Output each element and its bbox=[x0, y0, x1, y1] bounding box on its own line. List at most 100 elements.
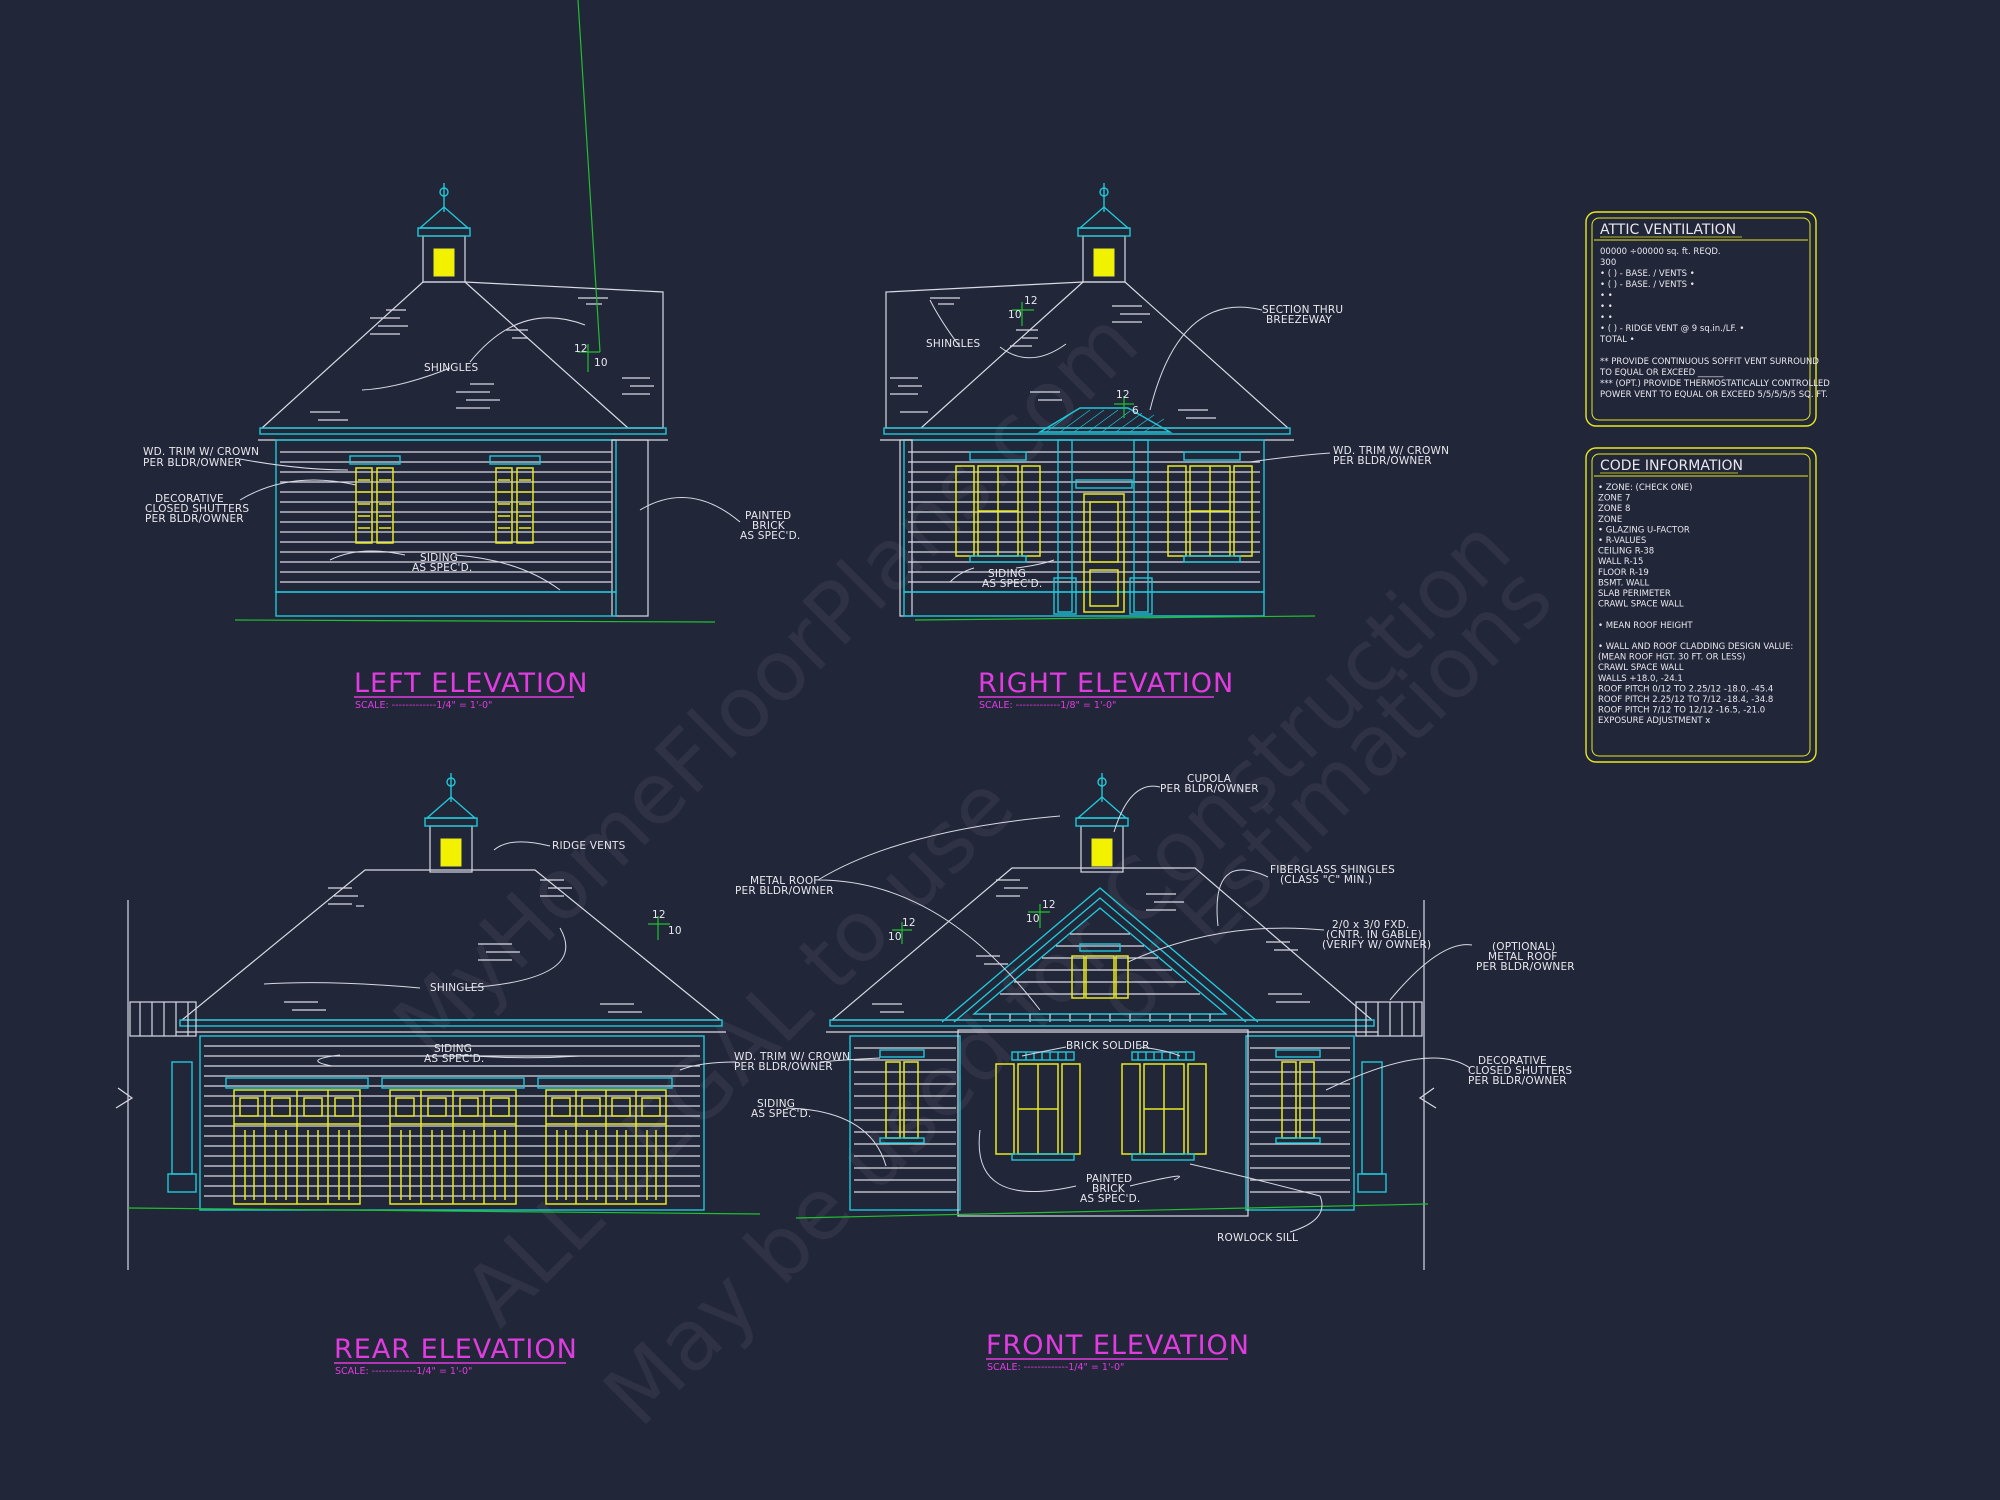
svg-text:DECORATIVE: DECORATIVE bbox=[1478, 1055, 1547, 1067]
attic-ventilation-lines: 00000 ÷00000 sq. ft. REQD.300• ( ) - BAS… bbox=[1599, 247, 1830, 400]
code-information-line: ROOF PITCH 7/12 TO 12/12 -16.5, -21.0 bbox=[1598, 706, 1765, 716]
note-wd-trim-front: WD. TRIM W/ CROWN PER BLDR/OWNER bbox=[734, 1051, 850, 1073]
shingle-hatch bbox=[310, 297, 654, 421]
code-information-line: SLAB PERIMETER bbox=[1598, 589, 1671, 599]
svg-text:BREEZEWAY: BREEZEWAY bbox=[1266, 314, 1332, 326]
code-information-line: ZONE 8 bbox=[1598, 504, 1630, 514]
code-information-line: ZONE bbox=[1598, 515, 1622, 525]
svg-text:PAINTED: PAINTED bbox=[745, 510, 791, 522]
attic-ventilation-line: POWER VENT TO EQUAL OR EXCEED 5/5/5/5/5 … bbox=[1600, 390, 1828, 400]
rear-elevation-title: REAR ELEVATION bbox=[334, 1334, 578, 1365]
note-siding-left: SIDING AS SPEC'D. bbox=[412, 552, 472, 574]
code-information-line: (MEAN ROOF HGT. 30 FT. OR LESS) bbox=[1598, 653, 1745, 663]
svg-text:10: 10 bbox=[1026, 913, 1040, 925]
svg-text:METAL ROOF: METAL ROOF bbox=[1488, 951, 1558, 963]
leader bbox=[239, 458, 349, 471]
front-elevation: 12 10 12 10 CUPOLA PER BLDR/OWNER METAL … bbox=[734, 773, 1575, 1373]
gable bbox=[1037, 407, 1173, 433]
attic-ventilation-line: • • bbox=[1600, 291, 1613, 301]
note-painted-brick: PAINTED BRICK AS SPEC'D. bbox=[740, 510, 800, 542]
note-fiberglass: FIBERGLASS SHINGLES (CLASS "C" MIN.) bbox=[1270, 864, 1395, 886]
svg-text:FIBERGLASS SHINGLES: FIBERGLASS SHINGLES bbox=[1270, 864, 1395, 876]
svg-text:WD. TRIM W/ CROWN: WD. TRIM W/ CROWN bbox=[734, 1051, 850, 1063]
watermark-line-2: May be used for Construction bbox=[585, 500, 1530, 1445]
garage-door-1 bbox=[225, 1077, 369, 1205]
svg-text:2/0 x 3/0 FXD.: 2/0 x 3/0 FXD. bbox=[1332, 919, 1409, 931]
svg-text:PER BLDR/OWNER: PER BLDR/OWNER bbox=[734, 1061, 833, 1073]
note-metal-roof: METAL ROOF PER BLDR/OWNER bbox=[735, 875, 834, 897]
gable-window bbox=[1071, 943, 1129, 999]
svg-text:CLOSED SHUTTERS: CLOSED SHUTTERS bbox=[145, 503, 249, 515]
front-elevation-title: FRONT ELEVATION bbox=[986, 1330, 1250, 1361]
svg-text:10: 10 bbox=[1008, 309, 1022, 321]
side-window-left bbox=[879, 1049, 925, 1144]
svg-text:12: 12 bbox=[1024, 295, 1038, 307]
attic-ventilation-line: • ( ) - RIDGE VENT @ 9 sq.in./LF. • bbox=[1600, 324, 1744, 334]
note-fxd-window: 2/0 x 3/0 FXD. (CNTR. IN GABLE) (VERIFY … bbox=[1322, 919, 1431, 951]
left-elevation: 12 10 WD. TRIM W/ CROWN PER BLDR/OWNER D… bbox=[143, 0, 800, 711]
svg-text:12: 12 bbox=[1042, 899, 1056, 911]
svg-text:(CLASS "C" MIN.): (CLASS "C" MIN.) bbox=[1280, 874, 1372, 886]
window-shutters-1 bbox=[955, 451, 1041, 563]
attic-ventilation-line: TO EQUAL OR EXCEED ______ bbox=[1599, 368, 1724, 378]
svg-text:(CNTR. IN GABLE): (CNTR. IN GABLE) bbox=[1326, 929, 1422, 941]
gable bbox=[941, 887, 1259, 1023]
attic-ventilation-line: 00000 ÷00000 sq. ft. REQD. bbox=[1600, 247, 1721, 257]
code-information-line: ROOF PITCH 0/12 TO 2.25/12 -18.0, -45.4 bbox=[1598, 684, 1773, 694]
svg-text:BRICK: BRICK bbox=[752, 520, 786, 532]
svg-text:PAINTED: PAINTED bbox=[1086, 1173, 1132, 1185]
code-information-line: CRAWL SPACE WALL bbox=[1598, 663, 1684, 673]
svg-text:SIDING: SIDING bbox=[988, 568, 1026, 580]
note-shutters-left: DECORATIVE CLOSED SHUTTERS PER BLDR/OWNE… bbox=[145, 493, 249, 525]
svg-text:SIDING: SIDING bbox=[434, 1043, 472, 1055]
note-wd-trim-right: WD. TRIM W/ CROWN PER BLDR/OWNER bbox=[1333, 445, 1449, 467]
garage-door-2 bbox=[381, 1077, 525, 1205]
shingle-hatch bbox=[890, 297, 1216, 419]
svg-text:6: 6 bbox=[1132, 405, 1139, 417]
code-information-line: CRAWL SPACE WALL bbox=[1598, 600, 1684, 610]
code-information-box: CODE INFORMATION • ZONE: (CHECK ONE) ZON… bbox=[1585, 447, 1817, 763]
shingle-hatch bbox=[284, 879, 642, 1013]
garage-door-3 bbox=[537, 1077, 673, 1205]
svg-text:12: 12 bbox=[1116, 389, 1130, 401]
svg-text:PER BLDR/OWNER: PER BLDR/OWNER bbox=[735, 885, 834, 897]
svg-text:PER BLDR/OWNER: PER BLDR/OWNER bbox=[1160, 783, 1259, 795]
svg-text:WD. TRIM W/ CROWN: WD. TRIM W/ CROWN bbox=[143, 446, 259, 458]
svg-text:CUPOLA: CUPOLA bbox=[1187, 773, 1232, 785]
code-information-line: • MEAN ROOF HEIGHT bbox=[1598, 621, 1693, 631]
shingle-hatch bbox=[872, 879, 1310, 1013]
attic-ventilation-line: • ( ) - BASE. / VENTS • bbox=[1600, 269, 1695, 279]
note-shingles-left: SHINGLES bbox=[424, 362, 479, 374]
svg-text:AS SPEC'D.: AS SPEC'D. bbox=[412, 562, 472, 574]
svg-text:10: 10 bbox=[668, 925, 682, 937]
svg-text:PER BLDR/OWNER: PER BLDR/OWNER bbox=[143, 457, 242, 469]
svg-text:10: 10 bbox=[888, 931, 902, 943]
code-information-line: • R-VALUES bbox=[1598, 536, 1646, 546]
pitch-run: 10 bbox=[594, 357, 608, 369]
attic-ventilation-line: *** (OPT.) PROVIDE THERMOSTATICALLY CONT… bbox=[1600, 379, 1830, 389]
note-cupola: CUPOLA PER BLDR/OWNER bbox=[1160, 773, 1259, 795]
rear-elevation: 12 10 RIDGE VENTS SHINGLES SIDING AS SPE… bbox=[115, 773, 761, 1377]
svg-text:CLOSED SHUTTERS: CLOSED SHUTTERS bbox=[1468, 1065, 1572, 1077]
roof-pitch-symbol: 12 10 12 10 bbox=[888, 899, 1056, 944]
svg-text:PER BLDR/OWNER: PER BLDR/OWNER bbox=[145, 513, 244, 525]
note-siding-front: SIDING AS SPEC'D. bbox=[751, 1098, 811, 1120]
svg-text:12: 12 bbox=[652, 909, 666, 921]
right-elevation-scale: SCALE: -------------1/8" = 1'-0" bbox=[979, 700, 1116, 711]
note-shutters-front: DECORATIVE CLOSED SHUTTERS PER BLDR/OWNE… bbox=[1468, 1055, 1572, 1087]
code-information-line: WALLS +18.0, -24.1 bbox=[1598, 674, 1683, 684]
svg-text:AS SPEC'D.: AS SPEC'D. bbox=[424, 1053, 484, 1065]
attic-ventilation-box: ATTIC VENTILATION 00000 ÷00000 sq. ft. R… bbox=[1585, 211, 1830, 427]
window-shutters-2 bbox=[1121, 1051, 1207, 1161]
code-information-line: WALL R-15 bbox=[1598, 557, 1643, 567]
front-elevation-scale: SCALE: -------------1/4" = 1'-0" bbox=[987, 1362, 1124, 1373]
roof-pitch-symbol: 12 10 12 6 bbox=[1008, 295, 1139, 418]
attic-ventilation-line: TOTAL • bbox=[1599, 335, 1635, 345]
svg-text:12: 12 bbox=[902, 917, 916, 929]
window-shutters-2 bbox=[1167, 451, 1253, 563]
svg-text:PER BLDR/OWNER: PER BLDR/OWNER bbox=[1468, 1075, 1567, 1087]
attic-ventilation-line: • • bbox=[1600, 313, 1613, 323]
svg-text:AS SPEC'D.: AS SPEC'D. bbox=[1080, 1193, 1140, 1205]
roof-pitch-symbol: 12 10 bbox=[648, 909, 682, 940]
